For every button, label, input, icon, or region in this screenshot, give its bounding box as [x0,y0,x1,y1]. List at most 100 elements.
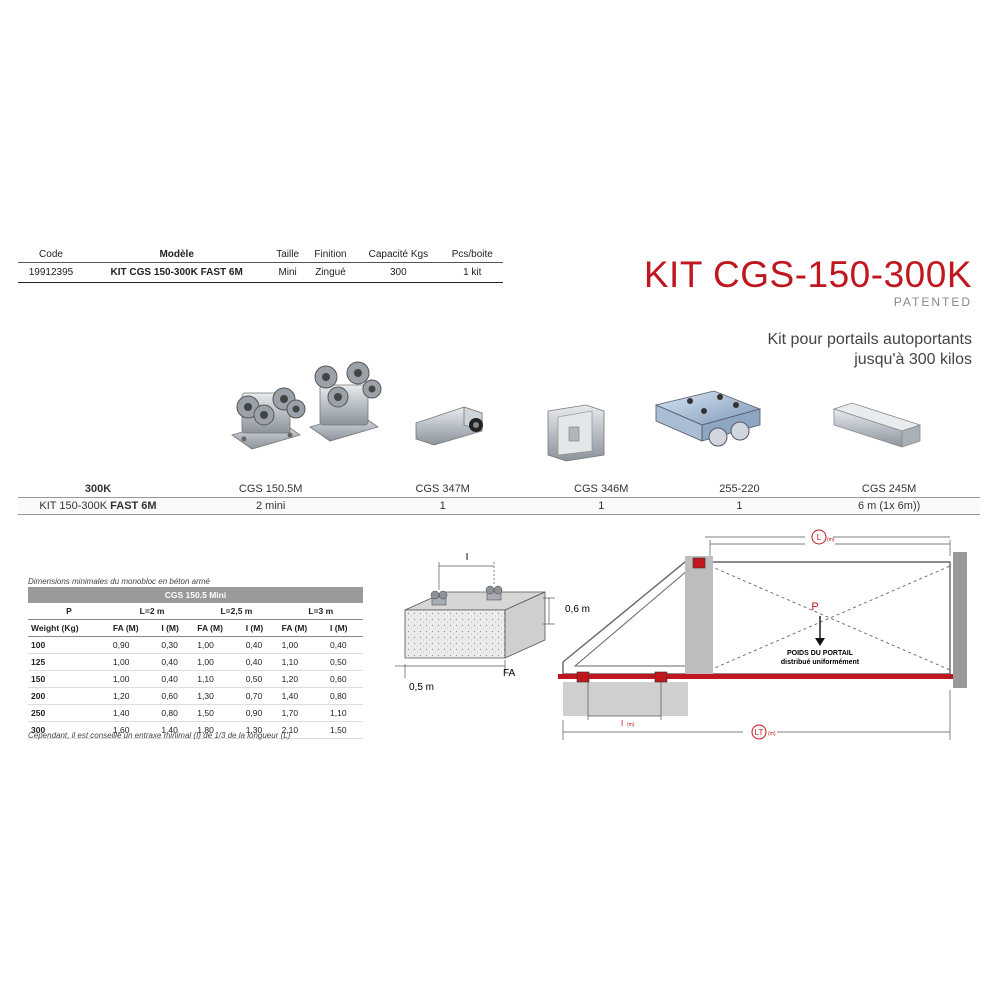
table-row: KIT 150-300K FAST 6M 2 mini 1 1 1 6 m (1… [18,497,980,515]
block-height-label: 0,6 m [565,604,590,615]
col-header: FA (M) [194,619,243,637]
weight-cell: 150 [28,670,110,688]
lt-sub-label: (m) [768,731,776,737]
component-qty: 1 [521,497,681,515]
value-cell: 0,40 [242,636,279,654]
weight-cell: 200 [28,687,110,705]
gate-i-sub-label: (m) [627,722,635,728]
table-row: 300K CGS 150.5M CGS 347M CGS 346M 255-22… [18,481,980,498]
weight-cell: 250 [28,704,110,722]
value-cell: 0,40 [158,670,195,688]
value-cell: 0,70 [242,687,279,705]
dimensions-header: CGS 150.5 Mini [28,587,363,603]
header-taille: Taille [269,246,306,263]
components-table: 300K CGS 150.5M CGS 347M CGS 346M 255-22… [18,481,980,515]
component-code: CGS 150.5M [178,481,364,498]
component-code: 255-220 [680,481,799,498]
component-code: CGS 347M [363,481,522,498]
description-line-1: Kit pour portails autoportants [767,331,972,348]
block-i-label: I [466,552,469,563]
component-code: CGS 245M [798,481,980,498]
value-cell: 2,10 [278,721,328,739]
dimensions-note: Cependant, il est conseillé un entraxe m… [28,731,291,740]
header-finition: Finition [305,246,356,263]
value-cell: 0,40 [242,653,279,671]
value-cell: 1,30 [242,721,279,739]
value-cell: 1,50 [327,721,363,739]
cell-capacite: 300 [355,262,442,283]
end-cap-icon [415,406,483,446]
carriage-marker [576,671,590,683]
header-capacite: Capacité Kgs [355,246,442,263]
value-cell: 0,80 [158,704,195,722]
group-label: L=2 m [109,603,195,620]
kit-name-bold: FAST 6M [110,500,157,512]
component-qty: 6 m (1x 6m)) [798,497,980,515]
value-cell: 0,90 [242,704,279,722]
cell-finition: Zingué [305,262,356,283]
group-label: L=3 m [278,603,363,620]
dimensions-table: CGS 150.5 Mini P L=2 m L=2,5 m L=3 m Wei… [28,587,363,739]
value-cell: 0,50 [327,653,363,671]
col-header: I (M) [327,619,363,637]
value-cell: 0,90 [109,636,159,654]
gate-post [685,556,713,674]
bracket-icon [547,404,605,462]
block-fa-label: FA [503,668,516,679]
value-cell: 0,40 [327,636,363,654]
lt-label: LT [755,728,764,737]
value-cell: 1,00 [194,636,243,654]
kit-capacity-label: 300K [18,481,178,498]
dimensions-caption: Dimensions minimales du monobloc en béto… [28,577,210,586]
product-images [231,361,922,462]
group-label: L=2,5 m [194,603,279,620]
value-cell: 0,60 [158,687,195,705]
total-length-dimension [562,682,951,740]
kit-name-prefix: KIT 150-300K [39,500,111,512]
gate-frame [562,561,951,675]
col-header: FA (M) [109,619,159,637]
component-qty: 1 [680,497,799,515]
value-cell: 0,30 [158,636,195,654]
weight-cell: 300 [28,721,110,739]
value-cell: 0,80 [327,687,363,705]
length-label-overlay: L (m) [705,529,950,545]
value-cell: 1,60 [109,721,159,739]
carriage-icon [231,387,306,450]
block-dimensions [395,562,555,678]
value-cell: 0,50 [242,670,279,688]
description-line-2: jusqu'à 300 kilos [854,351,972,368]
value-cell: 1,10 [194,670,243,688]
weight-label-2: distribué uniformément [781,659,860,666]
carriage-marker [654,671,668,683]
l-label: L [817,533,822,542]
value-cell: 1,30 [194,687,243,705]
weight-cell: 125 [28,653,110,671]
weight-point-label: P [811,601,818,613]
value-cell: 1,80 [194,721,243,739]
col-header: FA (M) [278,619,328,637]
carriage-icon [309,361,382,442]
header-code: Code [18,246,84,263]
product-title: KIT CGS-150-300K [643,254,972,295]
header-pcs: Pcs/boite [441,246,503,263]
value-cell: 1,00 [194,653,243,671]
installation-diagram: I 0,6 m 0,5 m FA P POIDS DU PORTAIL dist… [395,540,967,740]
l-sub-label: (m) [827,537,835,543]
length-dimension [709,540,951,556]
product-description: Kit pour portails autoportants jusqu'à 3… [767,330,972,370]
gate-i-label: I [621,719,623,728]
value-cell: 1,00 [278,636,328,654]
weight-cell: 100 [28,636,110,654]
spec-table: Code Modèle Taille Finition Capacité Kgs… [18,246,503,283]
l-badge [811,529,827,545]
component-qty: 2 mini [178,497,364,515]
value-cell: 1,20 [109,687,159,705]
cell-modele: KIT CGS 150-300K FAST 6M [83,262,270,283]
